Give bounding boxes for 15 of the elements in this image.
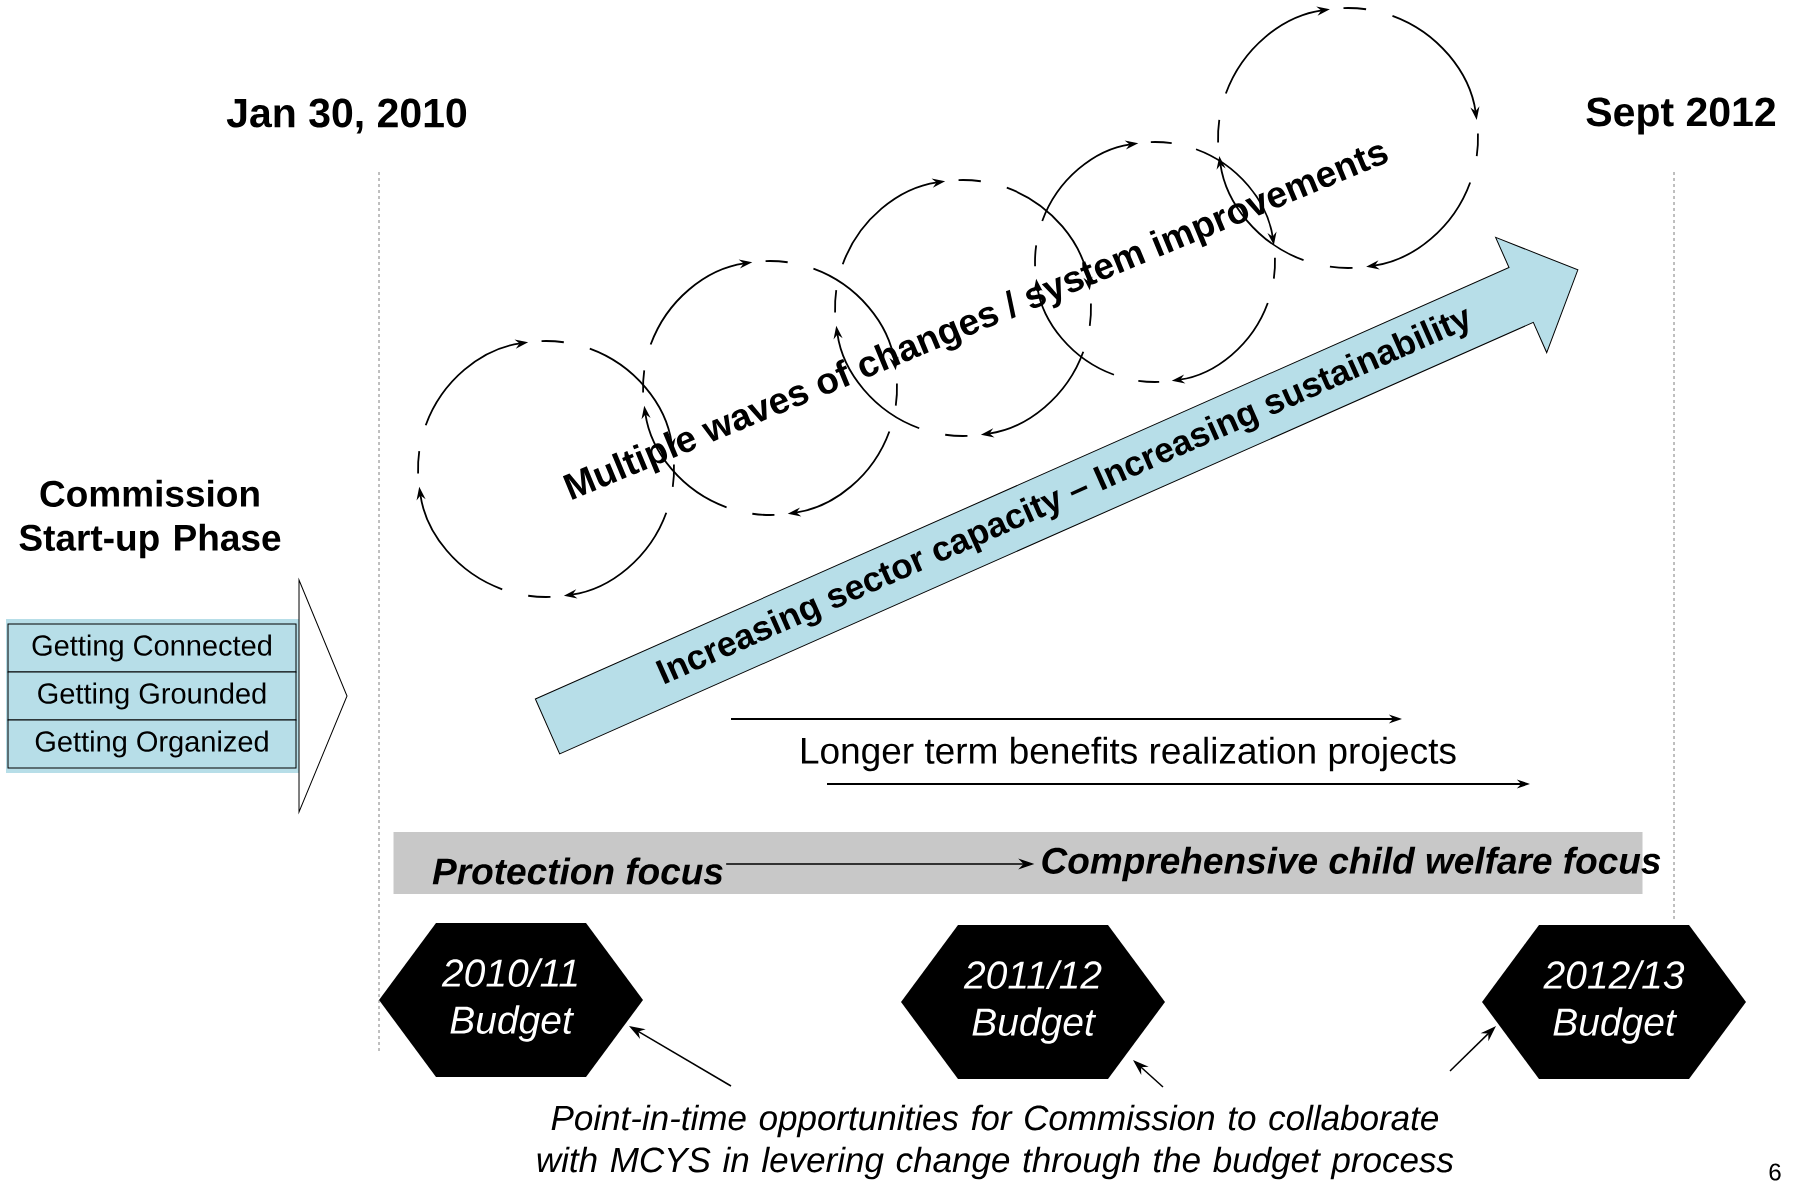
page-number: 6 <box>1769 1163 1781 1181</box>
focus-label: Comprehensive child welfare focus <box>1042 846 1661 882</box>
caption-text: Point-in-time opportunities for Commission to collaborate with MCYS in levering change through the budget process <box>537 1104 1454 1180</box>
focus-label: Protection focus <box>432 857 723 885</box>
leader-line <box>1133 1060 1164 1088</box>
budget-hexagon: 2011/12 Budget <box>901 925 1165 1079</box>
phase-step-box: Getting Connected <box>7 623 297 673</box>
phase-step-box: Getting Organized <box>7 719 297 769</box>
budget-hexagon: 2010/11 Budget <box>379 923 643 1077</box>
budget-hexagon: 2012/13 Budget <box>1482 925 1746 1079</box>
date-label: Sept 2012 <box>1586 97 1776 135</box>
leader-line <box>1449 1026 1496 1072</box>
phase-step-box: Getting Grounded <box>7 671 297 721</box>
node-label: Commission Start-up Phase <box>19 479 281 559</box>
date-label: Jan 30, 2010 <box>226 98 467 134</box>
